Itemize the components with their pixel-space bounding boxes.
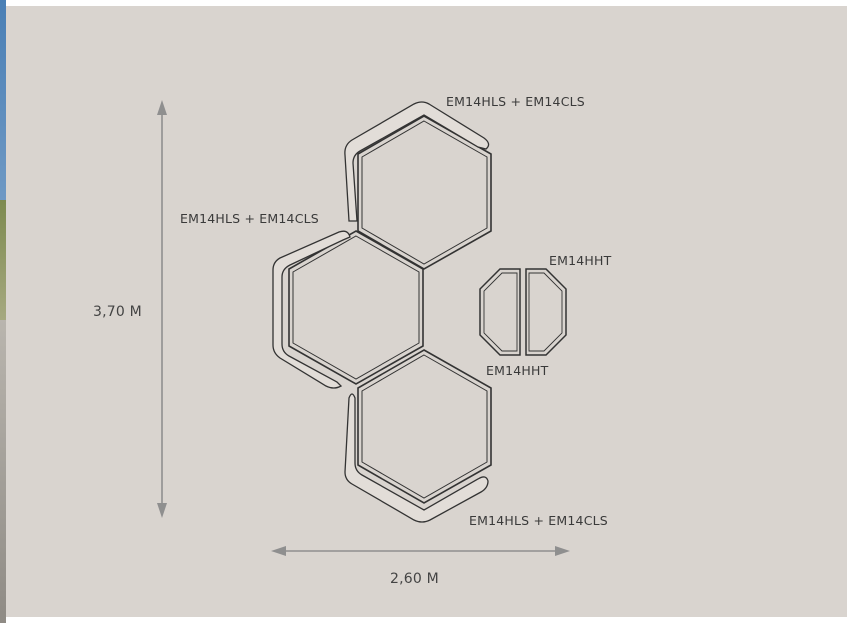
- photo-edge-top: [0, 0, 6, 200]
- half-hexagon-tables: [479, 268, 567, 356]
- module-label-bottom: EM14HLS + EM14CLS: [469, 513, 608, 528]
- module-label-left: EM14HLS + EM14CLS: [180, 211, 319, 226]
- height-dimension-arrow: [157, 100, 167, 518]
- bench-middle: [272, 230, 351, 389]
- photo-edge-middle: [0, 200, 6, 320]
- bench-bottom: [344, 393, 489, 523]
- bench-top: [344, 101, 490, 222]
- hexagon-top: [357, 115, 492, 270]
- hexagon-middle: [288, 230, 424, 385]
- width-dimension-label: 2,60 M: [390, 571, 439, 587]
- height-dimension-label: 3,70 M: [93, 304, 142, 320]
- module-label-side-bottom: EM14HHT: [486, 363, 549, 378]
- width-dimension-arrow: [271, 546, 570, 556]
- photo-edge-bottom: [0, 320, 6, 623]
- hexagon-bottom: [357, 349, 492, 504]
- module-label-top: EM14HLS + EM14CLS: [446, 94, 585, 109]
- module-label-side-top: EM14HHT: [549, 253, 612, 268]
